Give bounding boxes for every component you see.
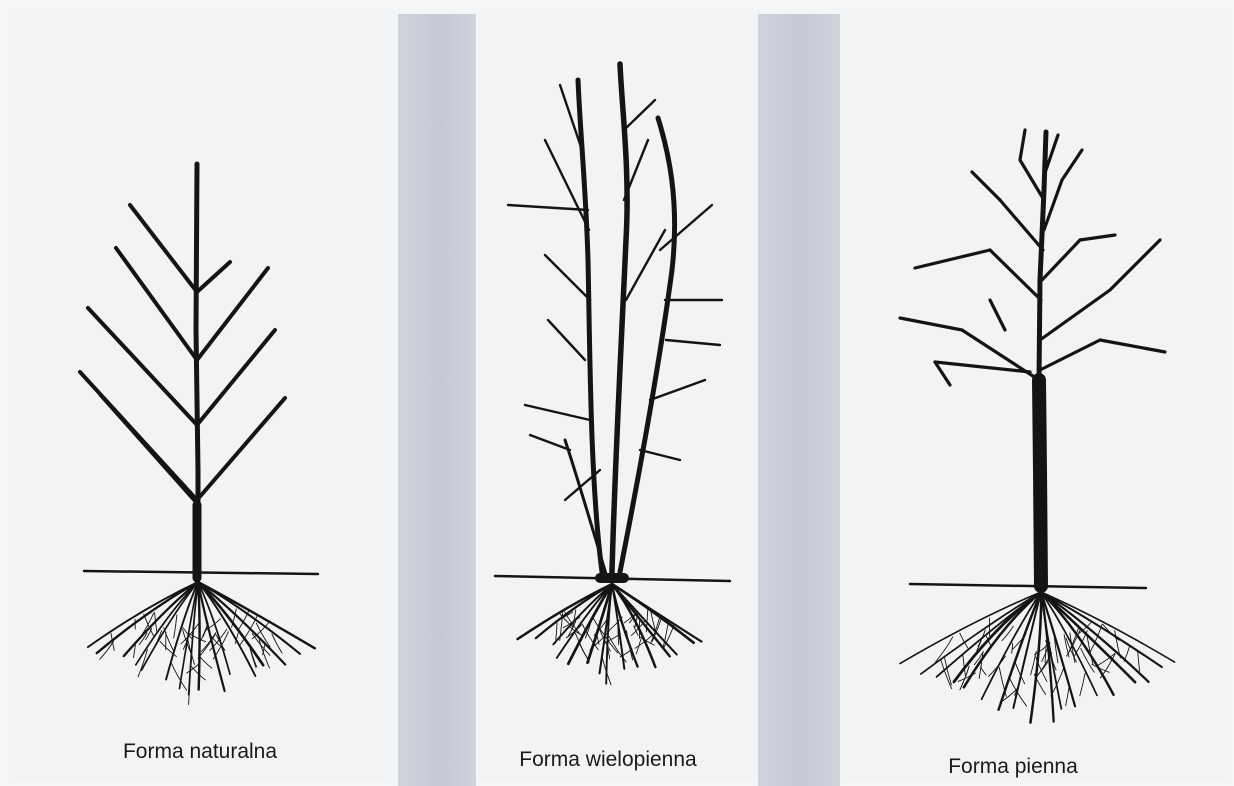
branch	[1062, 150, 1082, 180]
root-fork	[1031, 651, 1037, 674]
root-fork	[935, 637, 952, 662]
root-fork	[980, 667, 986, 675]
branch	[545, 255, 590, 300]
branch	[990, 250, 1041, 300]
stem	[565, 440, 606, 574]
tree-standard-form	[900, 130, 1175, 723]
branch	[626, 230, 665, 300]
root-fork	[1080, 673, 1085, 695]
branch	[640, 450, 680, 460]
branch	[1020, 130, 1025, 160]
branch	[530, 435, 570, 450]
root-fork	[1066, 686, 1069, 705]
branch	[1100, 340, 1165, 352]
branch	[900, 318, 962, 330]
branch	[525, 405, 590, 420]
caption-natural: Forma naturalna	[123, 740, 277, 764]
branch	[1020, 160, 1044, 200]
branch	[935, 362, 950, 385]
root-fork	[608, 649, 609, 658]
root	[198, 582, 200, 689]
root-fork	[1002, 626, 1013, 640]
tree-multistem-form	[495, 64, 730, 685]
root-fork	[1012, 643, 1013, 653]
trunk	[1039, 380, 1041, 586]
branch-right	[197, 398, 285, 500]
branch-left	[88, 308, 197, 425]
branch	[990, 300, 1005, 330]
root-fork	[1100, 654, 1115, 678]
branch	[650, 380, 705, 400]
branch	[666, 340, 720, 345]
ground-line	[910, 584, 1146, 588]
branch	[1080, 235, 1115, 240]
root-fork	[989, 656, 1006, 676]
root-fork	[1021, 647, 1028, 675]
stem	[612, 64, 627, 572]
branch	[1040, 290, 1110, 340]
stem	[578, 80, 602, 572]
root-fork	[252, 622, 269, 639]
root-fork	[238, 611, 249, 631]
branch	[972, 172, 1000, 200]
root-fork	[1124, 647, 1129, 661]
root-fork	[579, 643, 586, 657]
caption-multistem: Forma wielopienna	[519, 748, 696, 772]
branch	[1110, 240, 1160, 290]
branch	[1040, 340, 1100, 370]
caption-standard: Forma pienna	[948, 755, 1078, 779]
root	[198, 582, 315, 648]
root	[1041, 592, 1162, 667]
root-fork	[664, 624, 675, 648]
branch	[624, 100, 655, 130]
branch	[915, 250, 990, 268]
branch	[1000, 200, 1043, 250]
branch	[1044, 180, 1062, 230]
branch-left	[116, 248, 197, 360]
root-fork	[256, 623, 270, 647]
root-fork	[200, 623, 208, 642]
root-fork	[1138, 652, 1140, 671]
branch	[548, 320, 585, 360]
branch	[660, 205, 712, 250]
root-fork	[272, 634, 282, 653]
branch	[1042, 240, 1080, 280]
branch-right	[197, 262, 230, 292]
root-fork	[174, 615, 177, 638]
tree-natural-form	[80, 164, 318, 704]
root-fork	[240, 616, 257, 645]
